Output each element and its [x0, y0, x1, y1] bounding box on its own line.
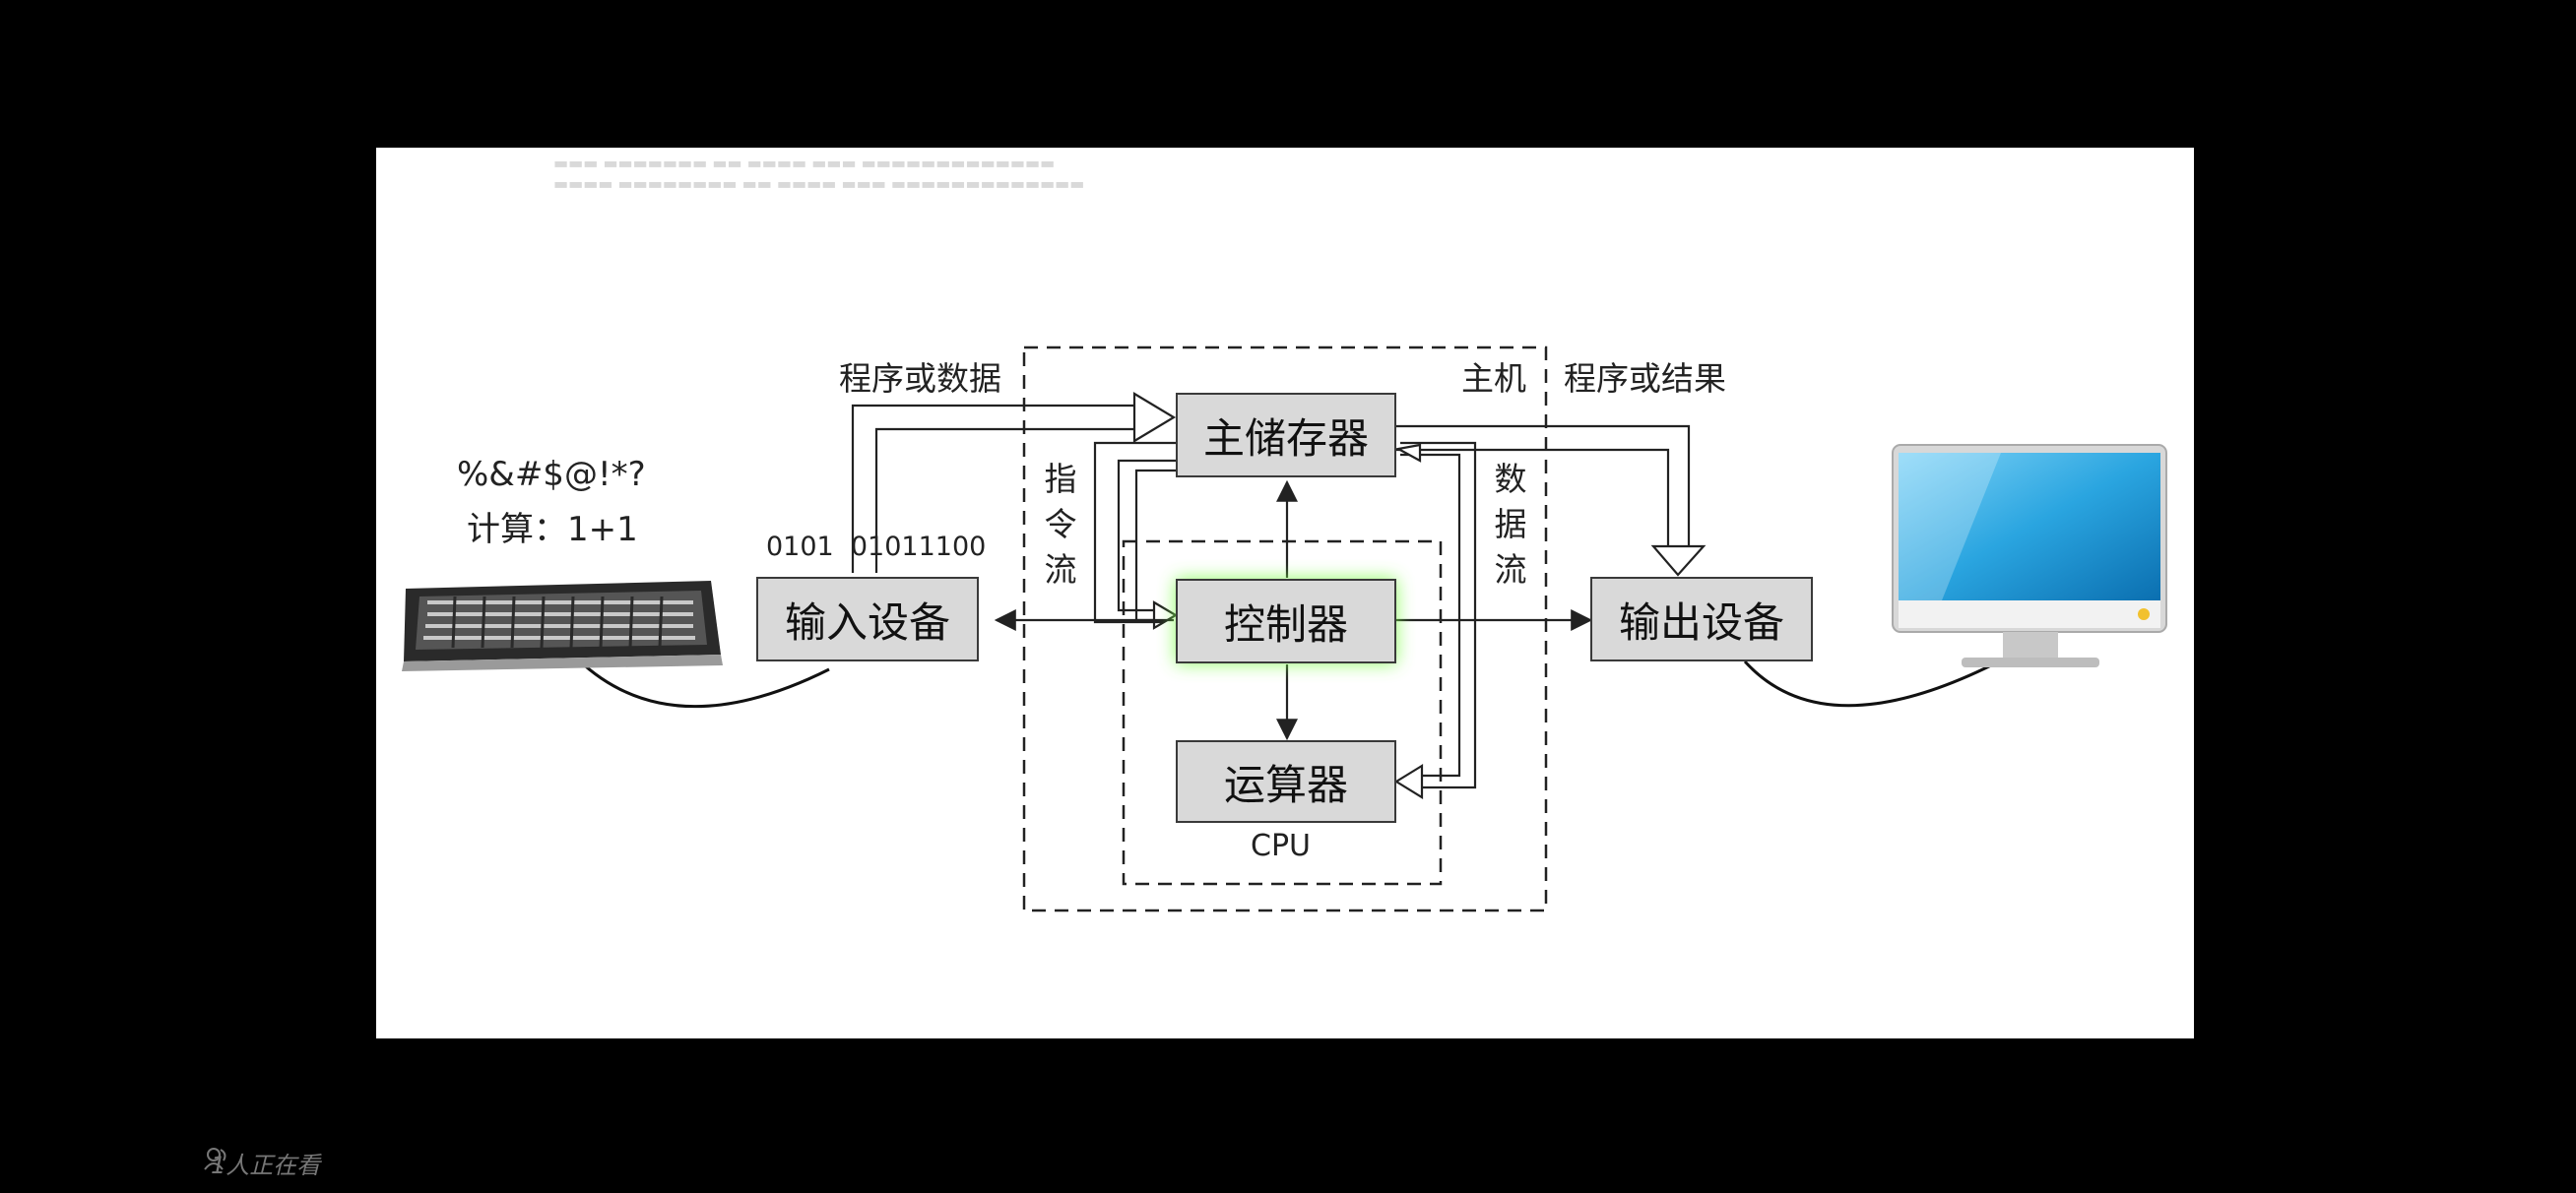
host-label: 主机 [1461, 359, 1526, 398]
data-flow-label: 数 据 流 [1494, 460, 1527, 589]
input-device-node: 输入设备 [756, 577, 979, 661]
binary-label: 0101 01011100 [766, 532, 987, 562]
host-boundary [1022, 345, 1548, 912]
input-to-memory-arrow [851, 392, 1177, 573]
cpu-boundary [1122, 539, 1443, 886]
data-flow-arrow [1375, 433, 1477, 799]
cpu-label: CPU [1251, 829, 1311, 863]
symbols-label: %&#$@!*? [457, 455, 646, 494]
output-device-node: 输出设备 [1590, 577, 1813, 661]
viewer-count: 1人正在看 [203, 1146, 320, 1180]
program-or-data-label: 程序或数据 [839, 359, 1001, 398]
instruction-flow-arrow [1093, 441, 1179, 630]
program-or-result-label: 程序或结果 [1564, 359, 1726, 398]
diagram-slide: ▬▬▬ ▬▬▬▬▬▬▬ ▬▬ ▬▬▬▬ ▬▬▬ ▬▬▬▬▬▬▬▬▬▬▬▬▬ ▬▬… [376, 148, 2194, 1038]
memory-to-output-arrow [1394, 424, 1707, 577]
alu-node: 运算器 [1176, 740, 1396, 823]
controller-node: 控制器 [1176, 579, 1396, 663]
keyboard-cable [576, 658, 830, 709]
calc-label: 计算：1+1 [467, 510, 638, 549]
monitor-cable [1743, 659, 1994, 708]
faint-header-residue: ▬▬▬ ▬▬▬▬▬▬▬ ▬▬ ▬▬▬▬ ▬▬▬ ▬▬▬▬▬▬▬▬▬▬▬▬▬ ▬▬… [553, 154, 1085, 193]
keyboard-icon [402, 581, 723, 671]
instruction-flow-label: 指 令 流 [1044, 460, 1077, 589]
viewers-text: 1人正在看 [211, 1152, 321, 1179]
monitor-icon [1892, 444, 2167, 667]
memory-node: 主储存器 [1176, 393, 1396, 477]
